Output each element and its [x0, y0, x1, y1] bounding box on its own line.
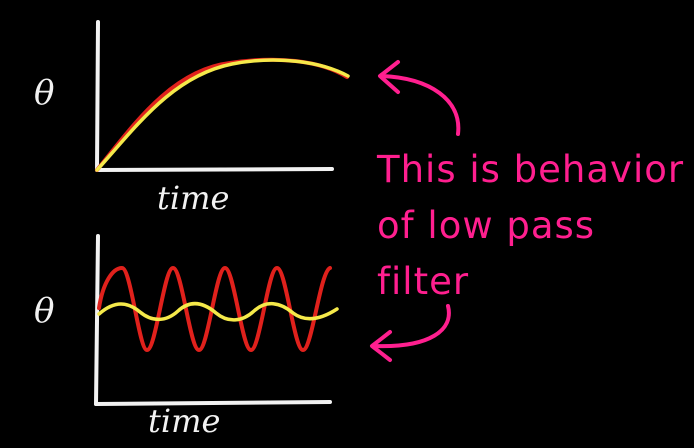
bottom-y-axis-label: θ	[34, 291, 55, 331]
bottom-y-axis	[94, 234, 100, 406]
top-x-axis	[95, 167, 334, 172]
top-y-axis	[95, 20, 100, 172]
annotation-line: of low pass	[377, 204, 596, 247]
top-x-axis-label: time	[157, 179, 230, 217]
top-output-curve	[95, 58, 350, 172]
top-arrow-head	[378, 60, 400, 94]
bottom-input-sine	[97, 265, 332, 353]
bottom-x-axis	[94, 400, 332, 406]
top-plot	[95, 20, 350, 172]
bottom-arrow-head	[370, 330, 392, 362]
top-input-curve	[95, 57, 349, 172]
top-arrow-shaft	[380, 74, 461, 136]
bottom-arrow-shaft	[372, 304, 451, 349]
top-y-axis-label: θ	[34, 73, 55, 113]
annotation-line: This is behavior	[377, 148, 685, 191]
bottom-plot	[94, 234, 339, 406]
bottom-arrow	[370, 304, 451, 362]
annotation-line: filter	[377, 260, 470, 303]
bottom-output-wave	[97, 302, 339, 322]
bottom-x-axis-label: time	[148, 402, 221, 440]
top-arrow	[378, 60, 461, 136]
